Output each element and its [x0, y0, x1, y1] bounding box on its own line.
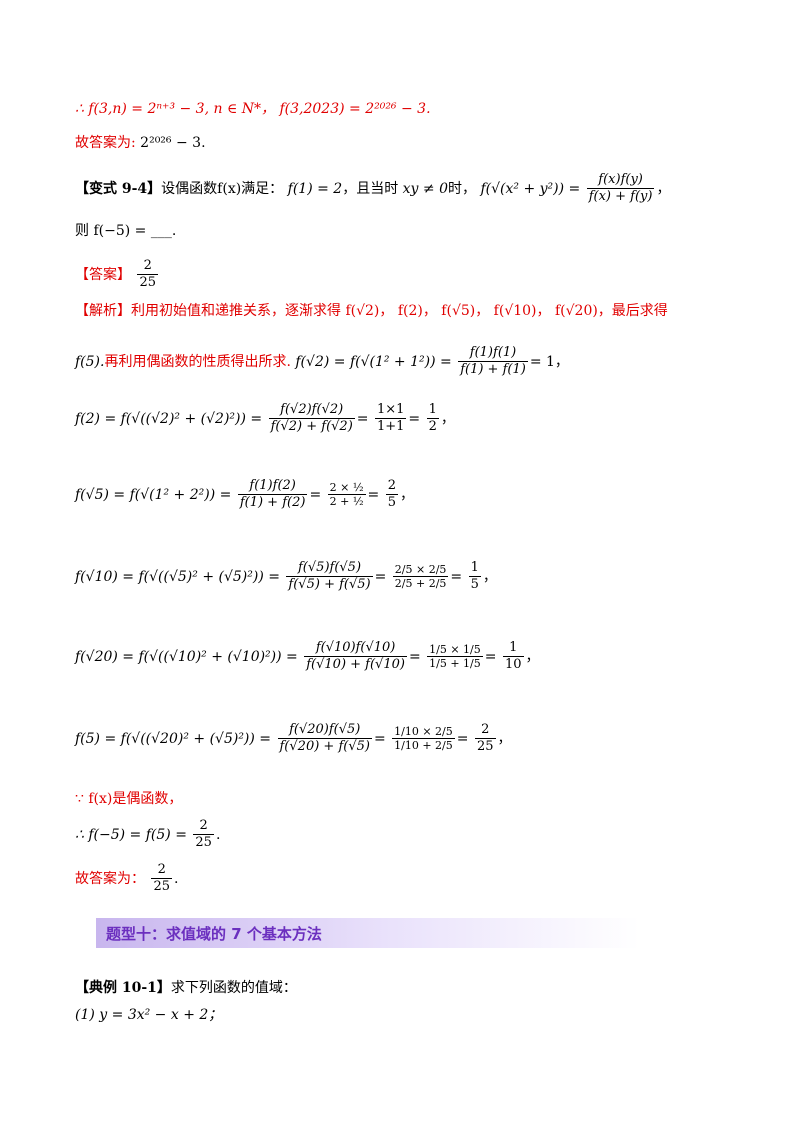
- eq6-line: f(5) = f(√((√20)² + (√5)²)) = f(√20)f(√5…: [75, 722, 512, 755]
- example-text: 求下列函数的值域：: [170, 980, 297, 996]
- eq4-frac1: f(√5)f(√5)f(√5) + f(√5): [286, 560, 373, 593]
- eq2-line: f(2) = f(√((√2)² + (√2)²)) = f(√2)f(√2)f…: [75, 402, 455, 435]
- analysis-label: 【解析】: [75, 303, 131, 319]
- section-title-band: 题型十：求值域的 7 个基本方法: [96, 918, 736, 948]
- eq3-lhs: f(√5) = f(√(1² + 2²)) =: [75, 486, 232, 503]
- answer-label: 【答案】: [75, 266, 131, 283]
- conclude-text: ∴ f(−5) = f(5) =: [75, 826, 187, 843]
- variant-cond: xy ≠ 0: [402, 180, 448, 197]
- answer-label-1: 故答案为:: [75, 135, 136, 151]
- eq3-frac1: f(1)f(2)f(1) + f(2): [237, 478, 308, 511]
- line1-text: ∴ f(3,n) = 2ⁿ⁺³ − 3, n ∈ N*， f(3,2023) =…: [75, 101, 431, 117]
- ask-text: 则 f(−5) = ___.: [75, 223, 177, 239]
- variant-label: 【变式 9-4】: [75, 180, 162, 197]
- even-text: ∵ f(x)是偶函数，: [75, 791, 183, 807]
- final-label: 故答案为：: [75, 870, 145, 887]
- eq2-frac1: f(√2)f(√2)f(√2) + f(√2): [268, 402, 355, 435]
- variant-mid2: 时，: [448, 180, 476, 197]
- section-title: 题型十：求值域的 7 个基本方法: [106, 925, 322, 943]
- variant-expr1: f(1) = 2: [287, 180, 343, 197]
- example-label: 【典例 10-1】: [75, 980, 171, 996]
- variant-text: 设偶函数f(x)满足：: [161, 180, 284, 197]
- eq2-lhs: f(2) = f(√((√2)² + (√2)²)) =: [75, 410, 263, 427]
- analysis-f5: f(5).: [75, 353, 105, 370]
- eq4-line: f(√10) = f(√((√5)² + (√5)²)) = f(√5)f(√5…: [75, 560, 497, 593]
- variant-line: 【变式 9-4】设偶函数f(x)满足： f(1) = 2，且当时 xy ≠ 0时…: [75, 172, 671, 205]
- analysis-line-2: f(5).再利用偶函数的性质得出所求. f(√2) = f(√(1² + 1²)…: [75, 345, 569, 378]
- eq5-line: f(√20) = f(√((√10)² + (√10)²)) = f(√10)f…: [75, 640, 540, 673]
- eq4-lhs: f(√10) = f(√((√5)² + (√5)²)) =: [75, 568, 280, 585]
- eq5-lhs: f(√20) = f(√((√10)² + (√10)²)) =: [75, 648, 298, 665]
- example-item-line: (1) y = 3x² − x + 2；: [75, 1004, 222, 1024]
- eq5-frac1: f(√10)f(√10)f(√10) + f(√10): [304, 640, 407, 673]
- eq1-lhs: f(√2) = f(√(1² + 1²)) =: [295, 353, 452, 370]
- eq1-fraction: f(1)f(1)f(1) + f(1): [458, 345, 528, 378]
- analysis-text: 利用初始值和递推关系，逐渐求得 f(√2)， f(2)， f(√5)， f(√1…: [131, 303, 668, 319]
- eq6-frac1: f(√20)f(√5)f(√20) + f(√5): [277, 722, 372, 755]
- even-line: ∵ f(x)是偶函数，: [75, 788, 182, 808]
- eq6-lhs: f(5) = f(√((√20)² + (√5)²)) =: [75, 730, 272, 747]
- line-conclusion-f3: ∴ f(3,n) = 2ⁿ⁺³ − 3, n ∈ N*， f(3,2023) =…: [75, 98, 431, 118]
- example-line: 【典例 10-1】求下列函数的值域：: [75, 977, 297, 997]
- line-answer-1: 故答案为: 2²⁰²⁶ − 3.: [75, 132, 206, 152]
- variant-fraction: f(x)f(y)f(x) + f(y): [586, 172, 655, 205]
- example-item: (1) y = 3x² − x + 2；: [75, 1007, 223, 1023]
- eq3-line: f(√5) = f(√(1² + 2²)) = f(1)f(2)f(1) + f…: [75, 478, 414, 511]
- variant-mid: ，且当时: [342, 180, 399, 197]
- answer-expr-1: 2²⁰²⁶ − 3.: [140, 135, 206, 151]
- ask-line: 则 f(−5) = ___.: [75, 220, 176, 240]
- analysis-line: 【解析】利用初始值和递推关系，逐渐求得 f(√2)， f(2)， f(√5)， …: [75, 300, 668, 320]
- variant-eq-lhs: f(√(x² + y²)) =: [480, 180, 581, 197]
- analysis-text2: 再利用偶函数的性质得出所求.: [104, 353, 291, 370]
